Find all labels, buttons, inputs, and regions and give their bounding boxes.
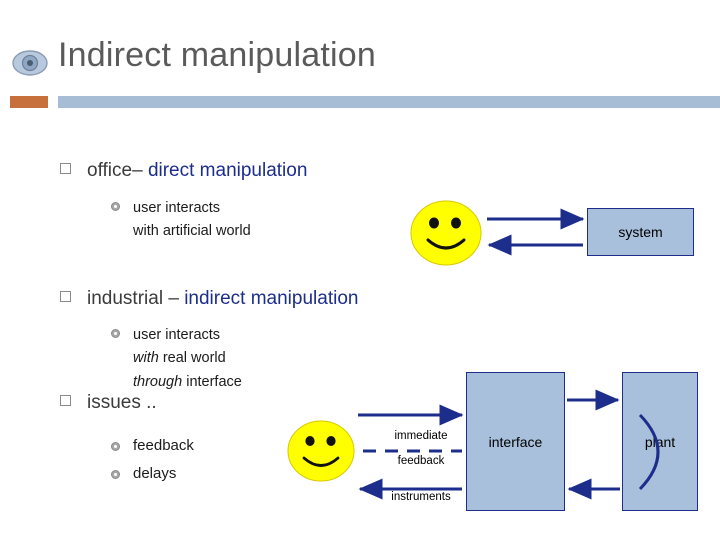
circle-bullet-icon (111, 470, 120, 479)
bullet-industrial-sub-line1: user interacts (133, 327, 221, 343)
interface-box-label: interface (488, 433, 543, 450)
page-title: Indirect manipulation (58, 36, 376, 74)
bullet-issues-delays: delays (111, 465, 177, 482)
bullet-industrial-sub-line2: with real world (133, 347, 242, 370)
immediate-label: immediate (394, 430, 448, 442)
circle-bullet-icon (111, 202, 120, 211)
bullet-industrial-interface: interface (182, 373, 242, 390)
smiley-face-icon (410, 200, 482, 266)
bullet-industrial-with: with (133, 350, 159, 367)
bullet-office-plain: office (87, 160, 133, 181)
bullet-issues: issues .. (60, 392, 157, 414)
header-divider-bar (58, 96, 720, 108)
square-bullet-icon (60, 163, 71, 175)
bullet-industrial-blue: indirect manipulation (184, 288, 359, 309)
bullet-office: office– direct manipulation (60, 160, 307, 182)
bullet-office-sub-line2: with artificial world (133, 223, 251, 240)
interface-box: interface (466, 372, 565, 511)
square-bullet-icon (60, 395, 71, 407)
plant-box-label: plant (644, 433, 676, 450)
bullet-issues-feedback-label: feedback (133, 437, 194, 454)
circle-bullet-icon (111, 442, 120, 451)
bullet-issues-delays-label: delays (133, 465, 177, 482)
circle-bullet-icon (111, 329, 120, 338)
smiley-face-icon (287, 420, 355, 482)
bullet-issues-plain: issues .. (87, 392, 157, 413)
eye-icon (12, 50, 48, 76)
plant-box: plant (622, 372, 698, 511)
feedback-label: feedback (397, 455, 445, 467)
system-box: system (587, 208, 694, 256)
bullet-industrial-dash: – (168, 288, 185, 309)
bullet-industrial: industrial – indirect manipulation (60, 288, 358, 310)
bullet-industrial-sub: user interacts with real world through i… (111, 324, 242, 394)
system-box-label: system (618, 224, 663, 240)
bullet-industrial-sub-line3: through interface (133, 371, 242, 394)
bullet-office-sub-line1: user interacts (133, 200, 221, 216)
bullet-issues-feedback: feedback (111, 437, 194, 454)
bullet-office-blue: direct manipulation (147, 160, 308, 181)
square-bullet-icon (60, 291, 71, 303)
bullet-industrial-realworld: real world (158, 350, 226, 367)
bullet-industrial-plain: industrial (87, 288, 169, 309)
slide-header: Indirect manipulation (0, 0, 720, 110)
bullet-office-sub: user interacts with artificial world (111, 197, 251, 244)
header-accent-block (10, 96, 48, 108)
bullet-industrial-through: through (133, 373, 183, 390)
bullet-office-dash: – (132, 160, 148, 181)
instruments-label: instruments (391, 491, 451, 503)
